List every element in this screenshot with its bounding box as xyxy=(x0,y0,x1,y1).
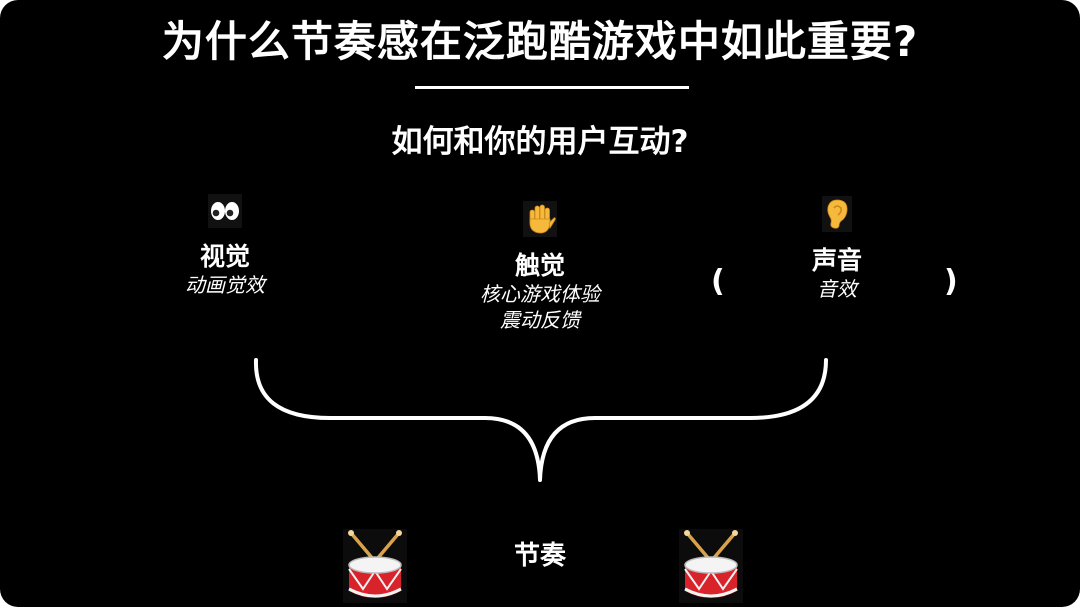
drum-icon xyxy=(343,529,407,603)
eyes-icon xyxy=(208,194,242,228)
touch-desc-1: 核心游戏体验 xyxy=(480,282,600,306)
column-sound: 声音 音效 xyxy=(762,196,912,302)
touch-label: 触觉 xyxy=(514,251,565,280)
paren-close: ) xyxy=(944,264,958,299)
rhythm-label: 节奏 xyxy=(513,541,566,571)
column-visual: 视觉 动画觉效 xyxy=(150,194,300,298)
sound-label: 声音 xyxy=(811,246,862,275)
column-touch: 触觉 核心游戏体验 震动反馈 xyxy=(450,201,630,333)
title-divider xyxy=(415,86,689,89)
paren-open: ( xyxy=(711,264,725,299)
raised-hand-icon xyxy=(523,201,557,237)
visual-desc: 动画觉效 xyxy=(185,273,265,297)
slide-subtitle: 如何和你的用户互动? xyxy=(391,124,689,160)
ear-icon xyxy=(822,196,852,232)
touch-desc-2: 震动反馈 xyxy=(500,308,580,332)
visual-label: 视觉 xyxy=(199,242,250,271)
drum-icon xyxy=(679,529,743,603)
slide-title: 为什么节奏感在泛跑酷游戏中如此重要? xyxy=(161,17,919,66)
sound-desc: 音效 xyxy=(817,277,857,301)
